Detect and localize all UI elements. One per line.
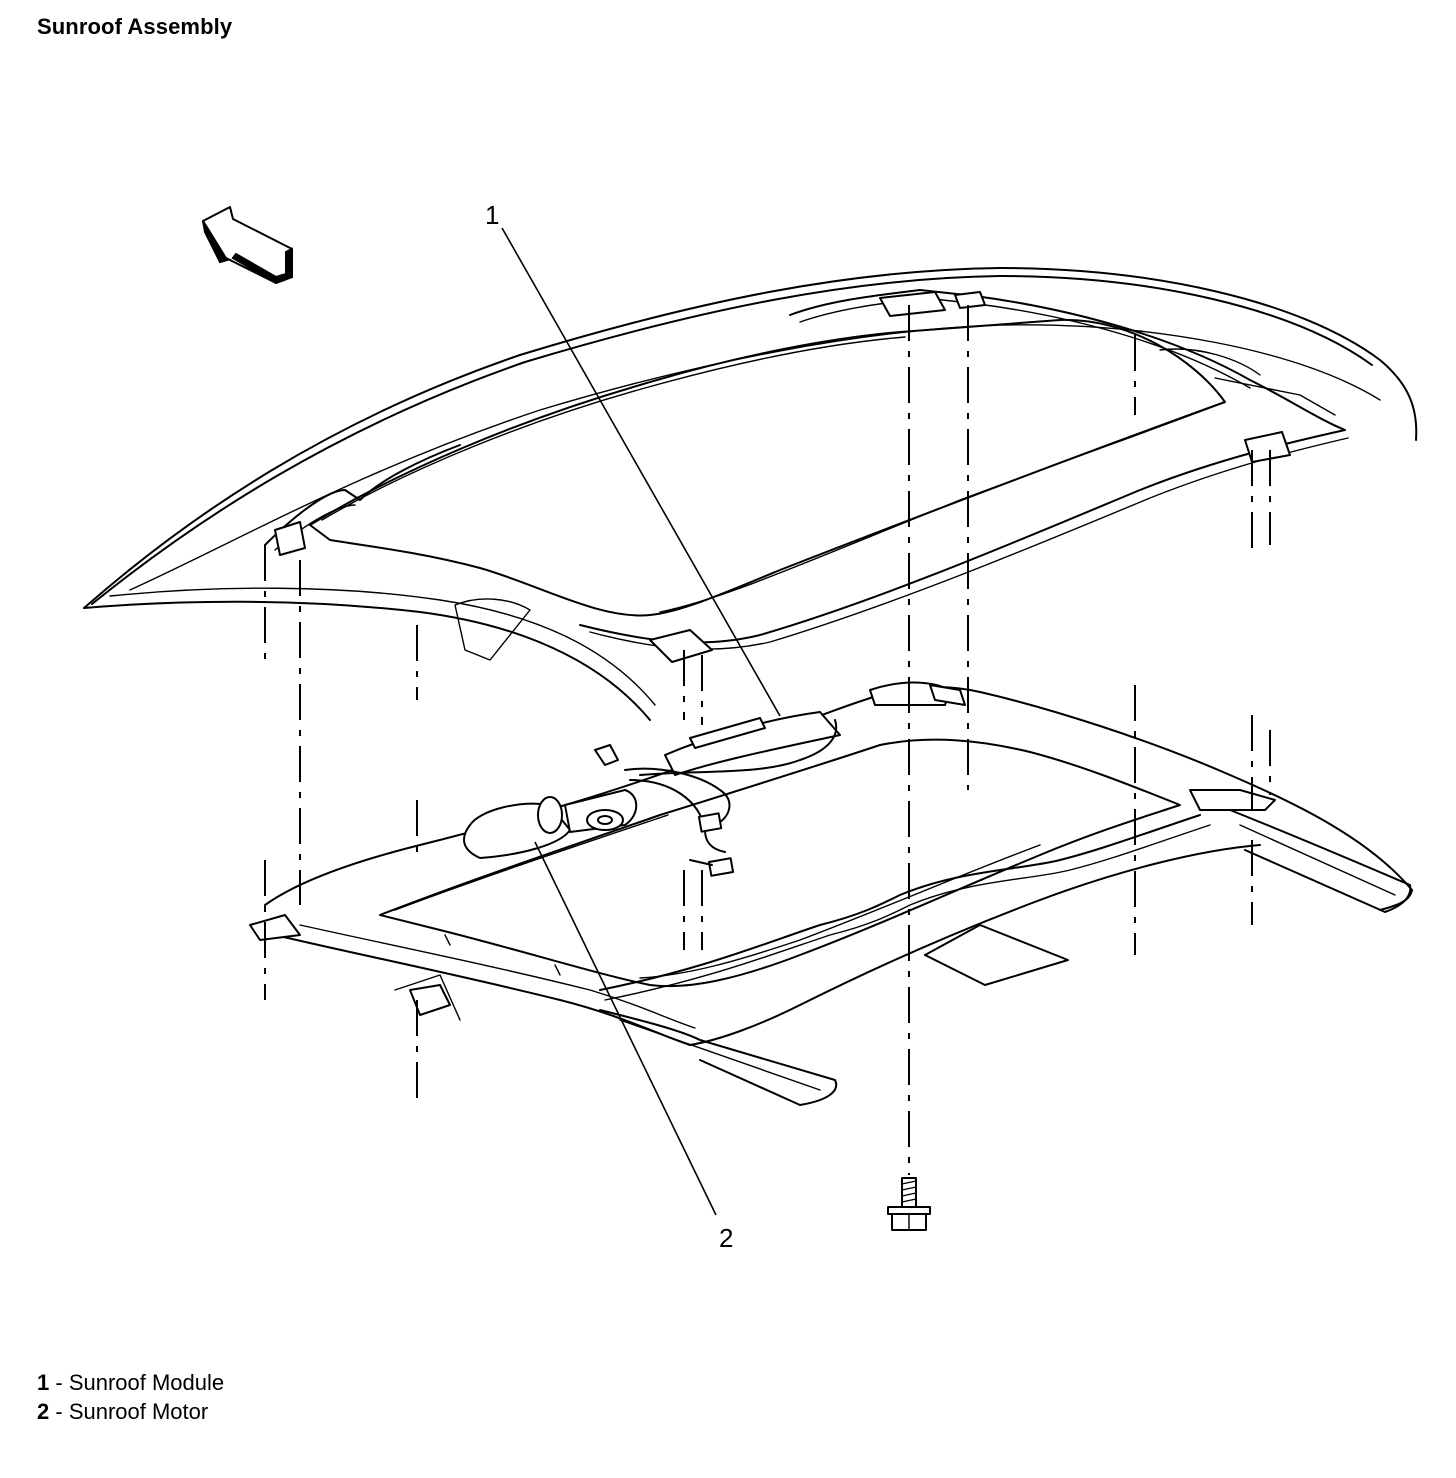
callout-1: 1 <box>485 200 781 717</box>
alignment-lines <box>264 305 1271 1175</box>
callout-2-number: 2 <box>719 1223 733 1253</box>
forward-arrow-icon <box>202 206 293 285</box>
callout-2: 2 <box>534 841 733 1253</box>
legend-item: 2 - Sunroof Motor <box>37 1397 224 1426</box>
legend-separator: - <box>49 1399 69 1424</box>
legend-item: 1 - Sunroof Module <box>37 1368 224 1397</box>
module-harness <box>624 711 841 877</box>
legend-item-number: 2 <box>37 1399 50 1424</box>
parts-legend: 1 - Sunroof Module 2 - Sunroof Motor <box>37 1368 224 1426</box>
sunroof-module-frame <box>249 681 1413 1106</box>
page-title: Sunroof Assembly <box>37 14 233 39</box>
callout-1-number: 1 <box>485 200 499 230</box>
roof-panel <box>83 267 1418 721</box>
legend-item-label: Sunroof Module <box>68 1370 225 1395</box>
legend-item-number: 1 <box>37 1370 50 1395</box>
sunroof-motor-body <box>463 744 638 859</box>
legend-item-label: Sunroof Motor <box>68 1399 209 1424</box>
legend-separator: - <box>49 1370 69 1395</box>
bolt-icon <box>887 1177 931 1231</box>
